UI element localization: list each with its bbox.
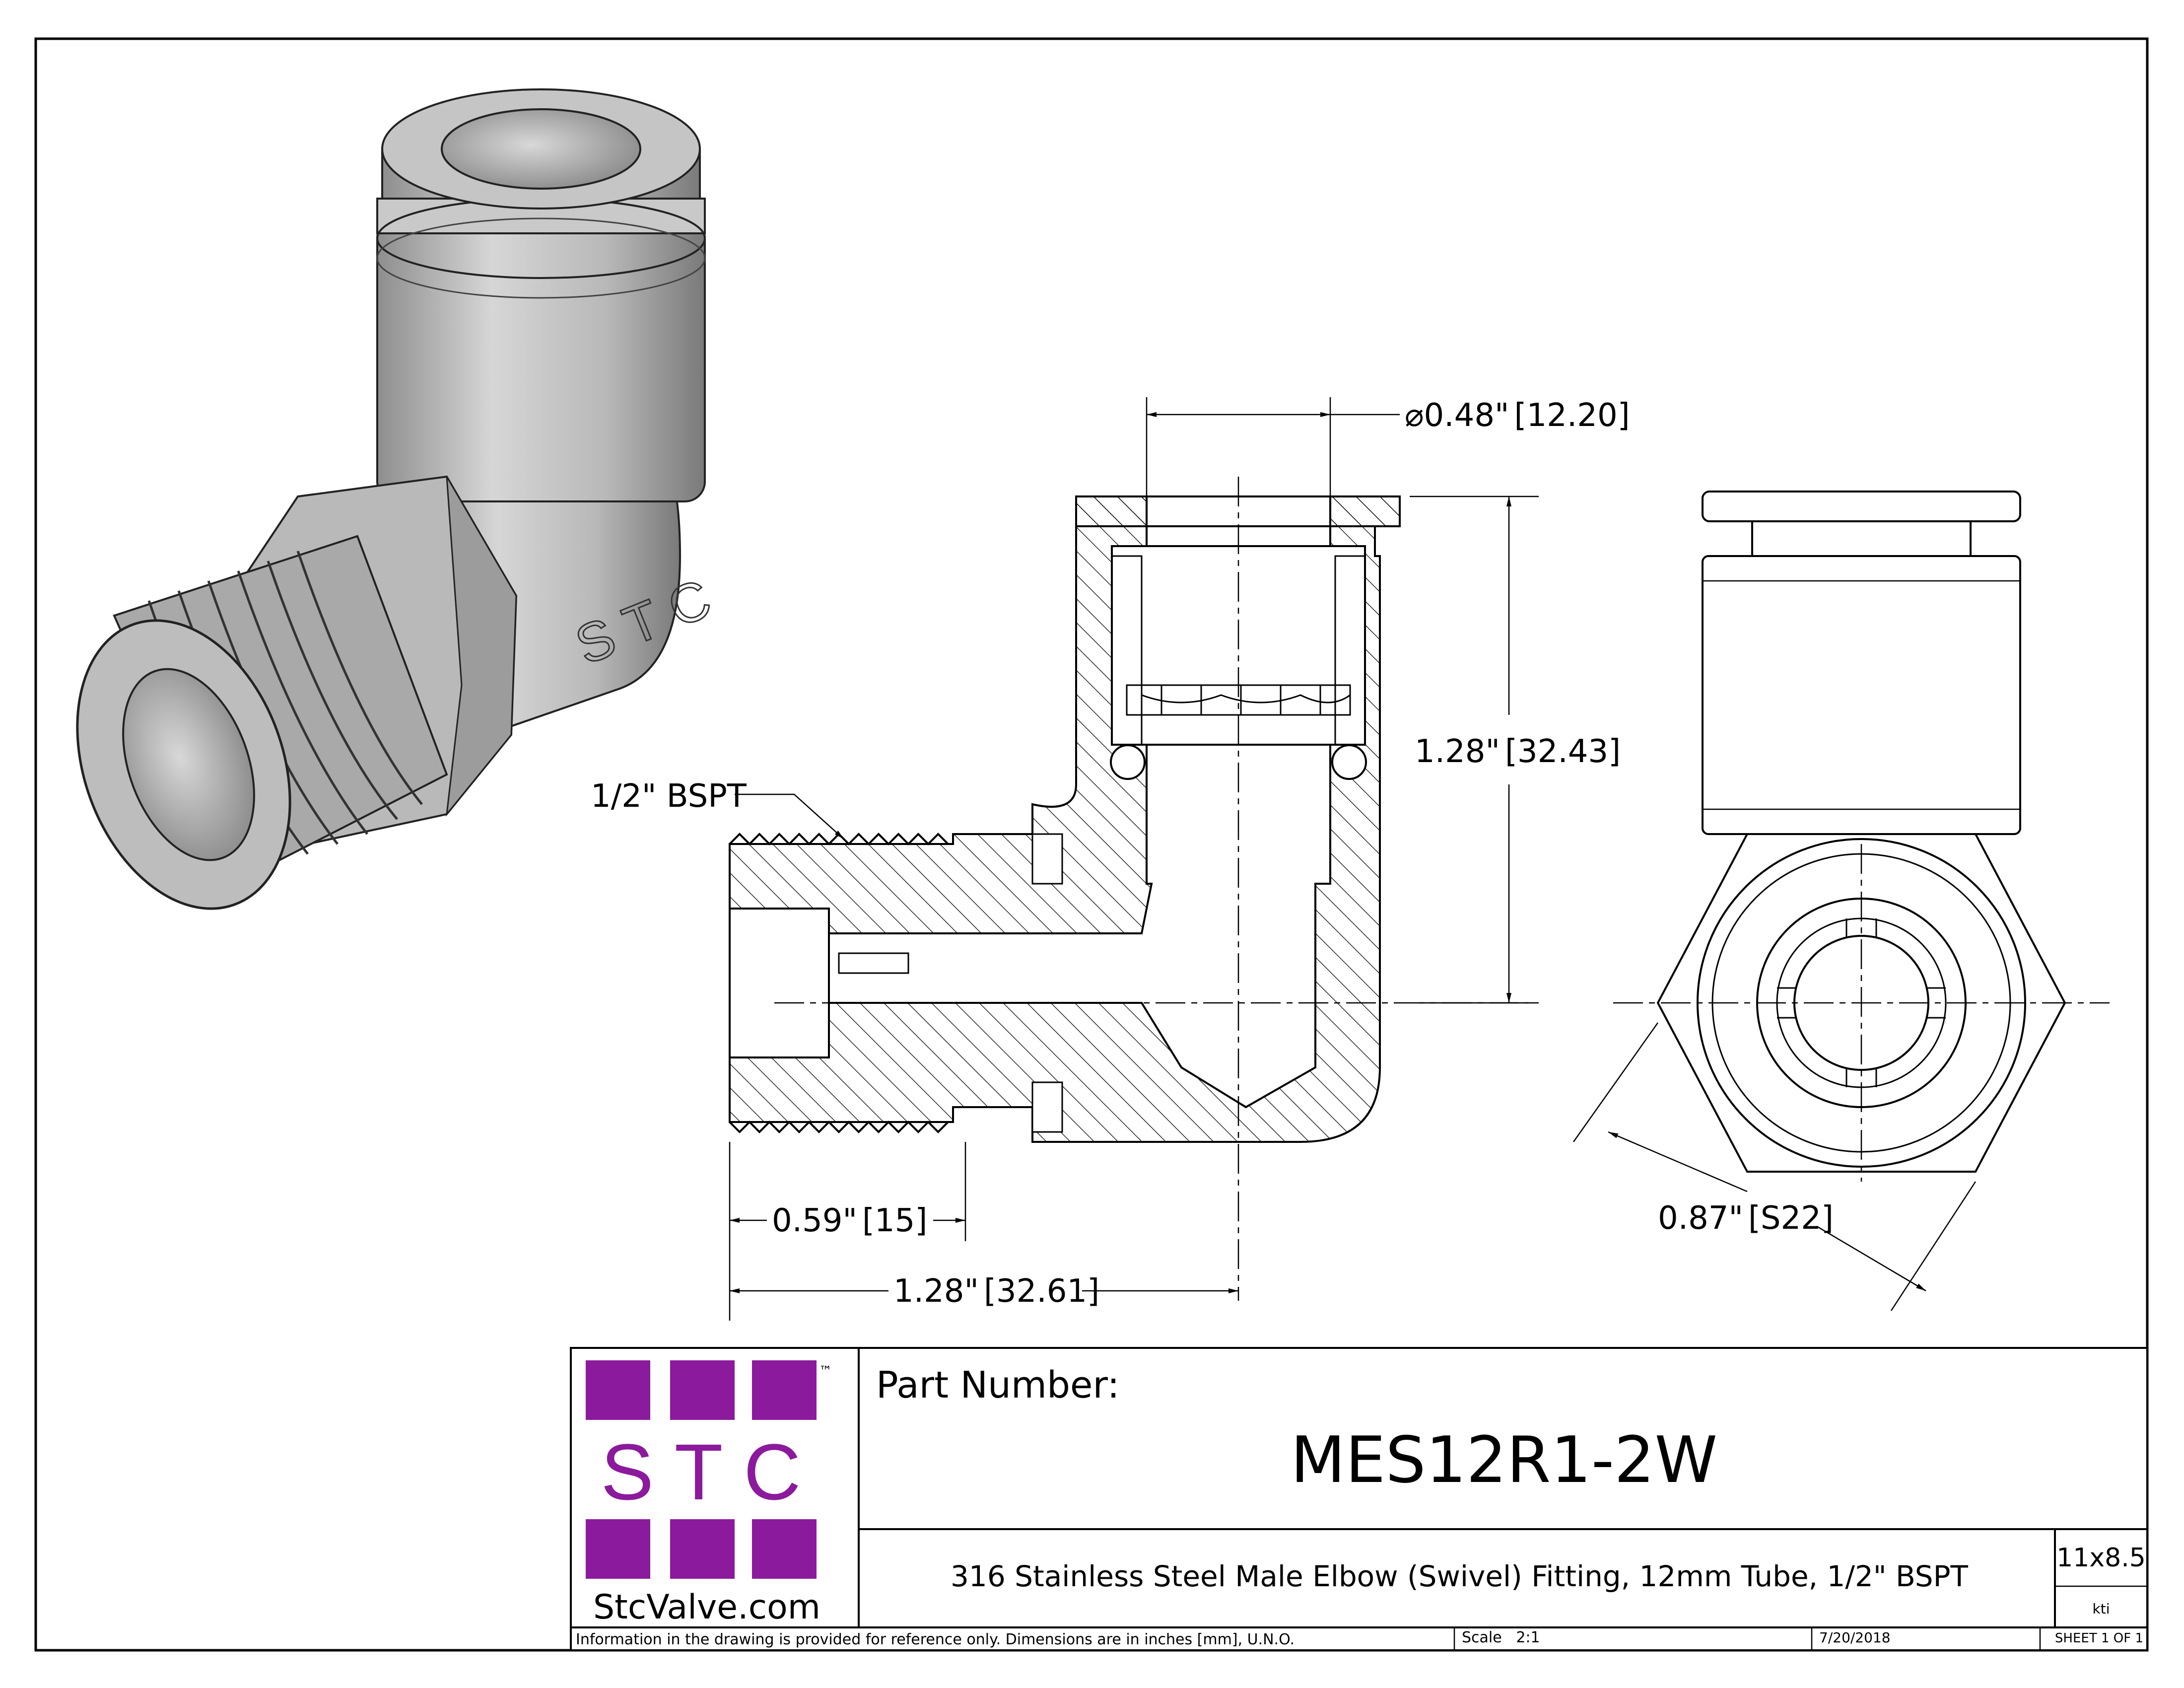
svg-text:1.28"[32.61]: 1.28"[32.61] bbox=[893, 1273, 1099, 1310]
svg-text:0.59"[15]: 0.59"[15] bbox=[772, 1202, 927, 1239]
dim-hex: 0.87"[S22] bbox=[1572, 1022, 1977, 1311]
overall-length-mm: 32.61 bbox=[996, 1273, 1087, 1310]
scale: Scale 2:1 bbox=[1462, 1629, 1540, 1646]
dim-bore-diameter: ⌀0.48"[12.20] bbox=[1146, 397, 1630, 496]
svg-text:0.87"[S22]: 0.87"[S22] bbox=[1658, 1200, 1834, 1237]
drawn-by: kti bbox=[2093, 1601, 2110, 1617]
thread-length-mm: 15 bbox=[875, 1202, 915, 1239]
thread-label: 1/2" BSPT bbox=[591, 778, 747, 815]
dim-thread-length: 0.59"[15] bbox=[729, 1142, 966, 1321]
thread-length-value: 0.59" bbox=[772, 1202, 857, 1239]
svg-text:⌀0.48"[12.20]: ⌀0.48"[12.20] bbox=[1405, 397, 1630, 434]
disclaimer: Information in the drawing is provided f… bbox=[576, 1631, 1295, 1648]
part-number-label: Part Number: bbox=[876, 1364, 1120, 1407]
bore-dia-mm: 12.20 bbox=[1526, 397, 1617, 434]
thread-callout: 1/2" BSPT bbox=[591, 778, 844, 840]
dim-height: 1.28"[32.43] bbox=[1410, 495, 1621, 1004]
sheet-size: 11x8.5 bbox=[2056, 1543, 2146, 1573]
section-view bbox=[729, 477, 1529, 1301]
isometric-view: STC bbox=[76, 88, 734, 910]
svg-text:1.28"[32.43]: 1.28"[32.43] bbox=[1415, 733, 1621, 770]
overall-length-value: 1.28" bbox=[893, 1273, 979, 1310]
part-number: MES12R1-2W bbox=[1291, 1423, 1717, 1497]
hex-value: 0.87" bbox=[1658, 1200, 1743, 1237]
date: 7/20/2018 bbox=[1819, 1629, 1891, 1646]
height-mm: 32.43 bbox=[1517, 733, 1608, 770]
logo-trademark: ™ bbox=[819, 1364, 832, 1379]
part-description: 316 Stainless Steel Male Elbow (Swivel) … bbox=[951, 1559, 1969, 1593]
end-view bbox=[1613, 491, 2110, 1182]
hex-mm: S22 bbox=[1761, 1200, 1821, 1237]
bore-dia-value: 0.48" bbox=[1424, 397, 1509, 434]
title-block: S T C ™ StcValve.com Part Number: MES12R… bbox=[570, 1347, 2148, 1651]
sheet-number: SHEET 1 OF 1 bbox=[2055, 1631, 2143, 1646]
logo-website: StcValve.com bbox=[593, 1588, 820, 1627]
dim-overall-length: 1.28"[32.61] bbox=[730, 1273, 1238, 1310]
logo-letters: S T C bbox=[601, 1427, 801, 1516]
height-value: 1.28" bbox=[1415, 733, 1500, 770]
stc-logo: S T C ™ StcValve.com bbox=[586, 1360, 832, 1627]
